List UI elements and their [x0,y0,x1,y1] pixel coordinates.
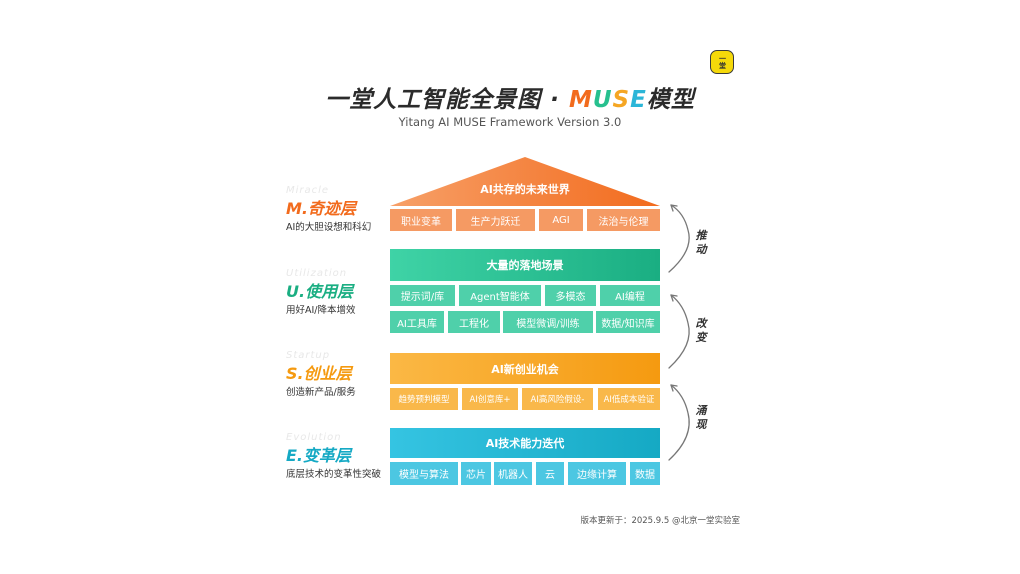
layer-desc: AI的大胆设想和科幻 [286,222,372,233]
layer-en-watermark: Miracle [286,185,330,196]
layer-desc: 底层技术的变革性突破 [286,469,382,480]
evolution-item: 芯片 [461,462,491,485]
page-subtitle: Yitang AI MUSE Framework Version 3.0 [398,115,622,129]
title-letter-u: U [592,87,613,113]
startup-item: AI低成本验证 [598,388,660,410]
startup-item: AI高风险假设- [522,388,593,410]
layer-en-watermark: Evolution [286,432,342,443]
startup-item: 趋势预判模型 [390,388,458,410]
logo-text: 一堂 [718,55,727,69]
use-item: AI工具库 [390,311,444,333]
layer-label-use: Utilization U.使用层 用好AI/降本增效 [286,268,356,316]
layer-title: S.创业层 [286,364,352,383]
use-item: 提示词/库 [390,285,455,306]
use-item: AI编程 [600,285,660,306]
title-suffix: 模型 [646,87,695,113]
curved-arrow-icon [668,384,690,461]
layer-title: M.奇迹层 [286,199,357,218]
title-letter-s: S [612,87,631,113]
use-item: 模型微调/训练 [503,311,593,333]
arrow-label-push: 推动 [695,229,707,256]
arrow-label-emerge: 涌现 [695,404,707,431]
miracle-item: AGI [539,209,583,231]
title-prefix: 一堂人工智能全景图 · [325,87,569,113]
curved-arrows [668,204,690,461]
layer-desc: 用好AI/降本增效 [286,305,356,316]
title-letter-m: M [568,87,593,113]
use-item: Agent智能体 [459,285,541,306]
yitang-logo: 一堂 [710,50,734,74]
use-item: 工程化 [448,311,500,333]
evolution-bar: AI技术能力迭代 [390,428,660,458]
use-item: 数据/知识库 [596,311,660,333]
curved-arrow-icon [668,294,690,369]
layer-en-watermark: Startup [286,350,331,361]
layer-label-evolution: Evolution E.变革层 底层技术的变革性突破 [286,432,381,480]
evolution-item: 云 [536,462,564,485]
evolution-item: 模型与算法 [390,462,458,485]
miracle-item: 职业变革 [390,209,452,231]
arrow-label-change: 改变 [695,317,707,344]
curved-arrow-icon [668,204,690,273]
roof-label: AI共存的未来世界 [480,183,570,196]
layer-label-miracle: Miracle M.奇迹层 AI的大胆设想和科幻 [286,185,371,233]
page-title: 一堂人工智能全景图 · MUSE模型 [0,80,1020,114]
layer-title: E.变革层 [286,446,352,465]
evolution-item: 机器人 [494,462,532,485]
version-footer: 版本更新于：2025.9.5 @北京一堂实验室 [580,516,740,526]
miracle-item: 法治与伦理 [587,209,660,231]
layer-title: U.使用层 [286,282,354,301]
layer-desc: 创造新产品/服务 [286,387,356,398]
roof-triangle [390,157,660,206]
use-bar: 大量的落地场景 [390,249,660,281]
layer-label-startup: Startup S.创业层 创造新产品/服务 [286,350,356,398]
startup-item: AI创意库+ [462,388,518,410]
evolution-item: 边缘计算 [568,462,626,485]
startup-bar: AI新创业机会 [390,353,660,384]
miracle-item: 生产力跃迁 [456,209,535,231]
title-letter-e: E [630,87,647,113]
evolution-item: 数据 [630,462,660,485]
use-item: 多模态 [545,285,596,306]
layer-en-watermark: Utilization [286,268,348,279]
